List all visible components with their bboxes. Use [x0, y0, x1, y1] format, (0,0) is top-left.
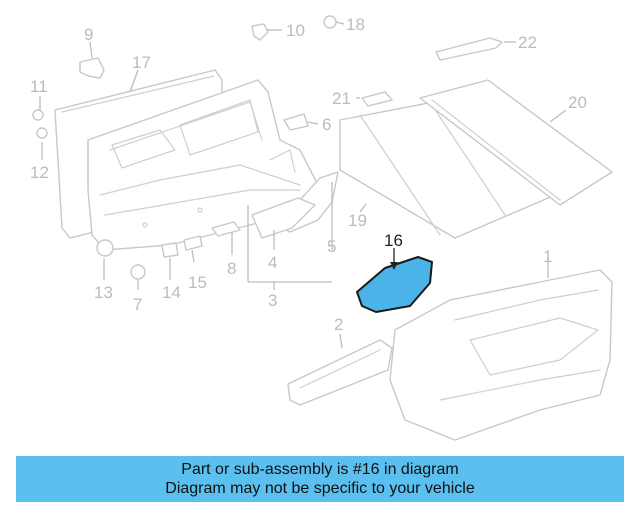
callout-14: 14 — [162, 283, 181, 302]
part-15-clip — [183, 235, 203, 251]
part-1-side-trim-panel — [389, 269, 613, 441]
callout-21: 21 — [332, 89, 351, 108]
callout-13: 13 — [94, 283, 113, 302]
part-12-fastener — [36, 127, 48, 139]
callout-5: 5 — [327, 237, 336, 256]
callout-17: 17 — [132, 53, 151, 72]
callout-7: 7 — [133, 295, 142, 314]
callout-20: 20 — [568, 93, 587, 112]
callout-1: 1 — [543, 247, 552, 266]
part-21-bracket — [361, 91, 393, 107]
part-9-clip — [79, 57, 105, 79]
part-14-clip — [161, 242, 179, 258]
callout-3: 3 — [268, 291, 277, 310]
banner-line-disclaimer: Diagram may not be specific to your vehi… — [165, 480, 475, 497]
part-11-fastener — [32, 109, 44, 121]
part-22-grab-handle — [435, 37, 503, 61]
callout-18: 18 — [346, 15, 365, 34]
part-2-bracket — [287, 339, 393, 406]
callout-22: 22 — [518, 33, 537, 52]
leader-lines — [39, 21, 567, 349]
callout-labels: 9 10 18 22 11 17 21 6 20 12 19 5 4 8 1 3… — [30, 15, 587, 334]
part-17-trim-panel — [87, 79, 319, 251]
banner-line-part-number: Part or sub-assembly is #16 in diagram — [181, 461, 459, 478]
callout-15: 15 — [188, 273, 207, 292]
part-6-clip — [283, 113, 309, 131]
part-7-grommet — [130, 264, 146, 280]
part-13-grommet — [96, 239, 114, 257]
part-20-cargo-panel — [419, 79, 613, 206]
callout-4: 4 — [268, 253, 277, 272]
callout-2: 2 — [334, 315, 343, 334]
callout-8: 8 — [227, 259, 236, 278]
callout-19: 19 — [348, 211, 367, 230]
callout-10: 10 — [286, 21, 305, 40]
callout-16: 16 — [384, 231, 403, 250]
part-10-bolt — [251, 23, 269, 41]
callout-9: 9 — [84, 25, 93, 44]
part-4-scuff-plate — [251, 197, 316, 239]
info-banner: Part or sub-assembly is #16 in diagram D… — [16, 456, 624, 502]
part-8-cap — [211, 221, 241, 237]
part-18-fastener — [323, 15, 337, 29]
callout-11: 11 — [30, 77, 48, 96]
parts-diagram: 9 10 18 22 11 17 21 6 20 12 19 5 4 8 1 3… — [30, 15, 613, 441]
callout-12: 12 — [30, 163, 49, 182]
callout-6: 6 — [322, 115, 331, 134]
